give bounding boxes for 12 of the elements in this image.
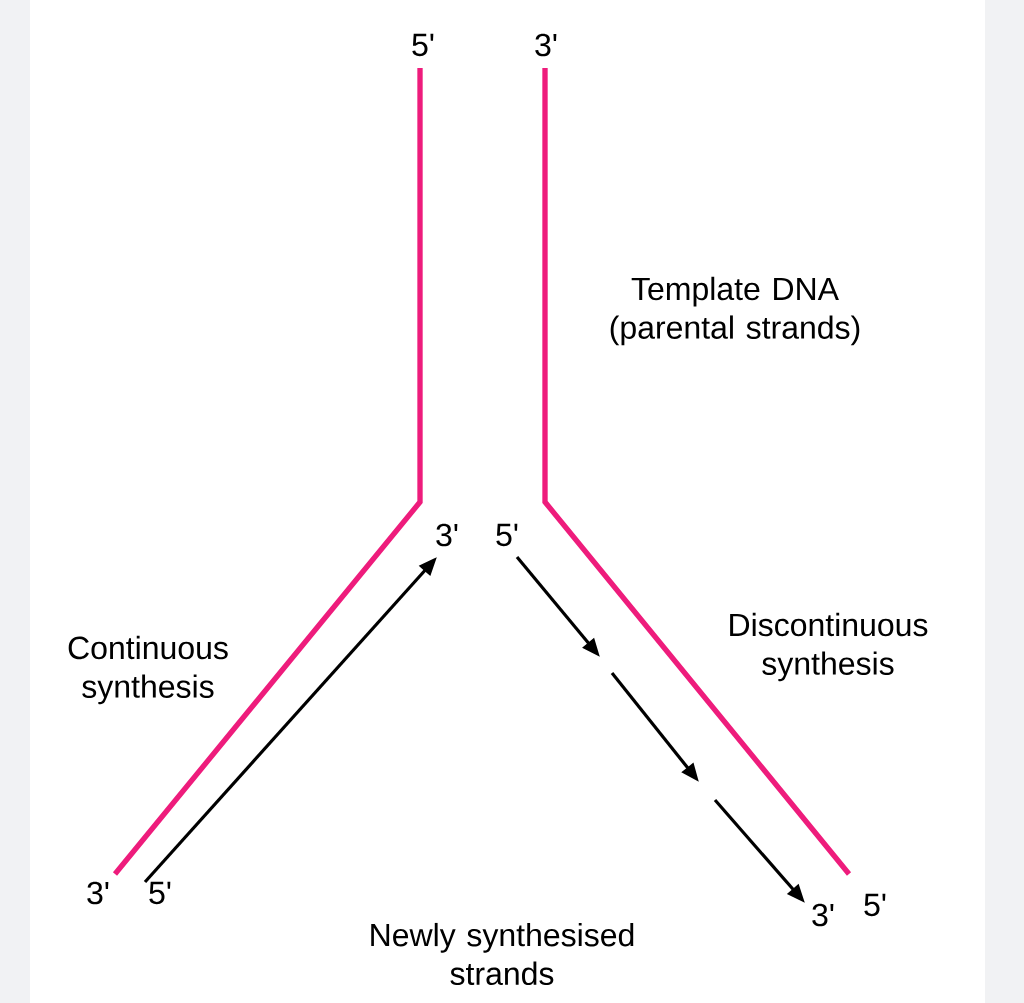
strand-label: Newly synthesised strands: [371, 922, 634, 986]
end-label: 3': [87, 881, 109, 905]
strand-label: Template DNA (parental strands): [610, 276, 860, 346]
end-label: 3': [535, 33, 557, 57]
strand-label: Discontinuous synthesis: [730, 612, 928, 682]
end-label: 5': [149, 881, 171, 905]
end-label: 3': [436, 523, 458, 547]
end-label: 5': [496, 523, 518, 547]
end-label: 5': [864, 893, 886, 917]
end-label: 5': [412, 33, 434, 57]
end-label: 3': [812, 903, 834, 927]
strand-label: Continuous synthesis: [68, 635, 228, 705]
